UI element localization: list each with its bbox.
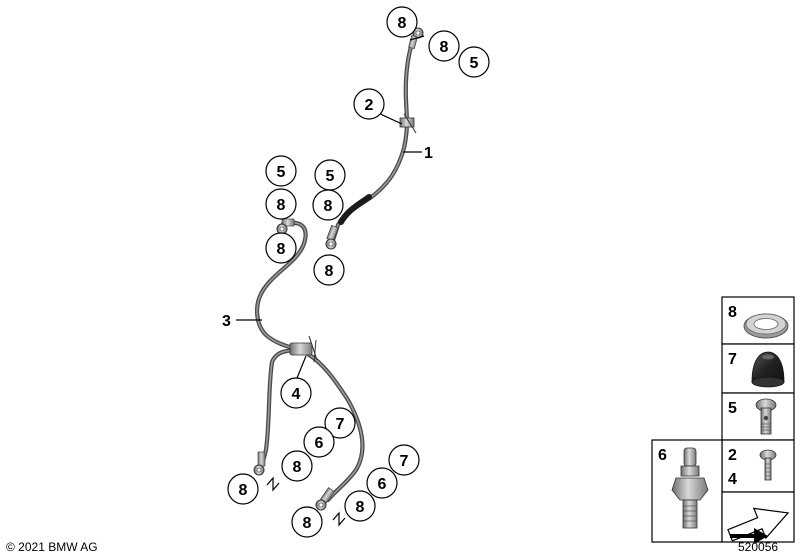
legend-cell-screw: 2 4 xyxy=(721,439,795,493)
sealing-ring-icon xyxy=(743,313,789,339)
callout-bubble: 8 xyxy=(281,450,313,482)
callout-bubble: 8 xyxy=(428,30,460,62)
callout-bubble: 6 xyxy=(303,426,335,458)
legend-cell-dust-cap: 7 xyxy=(721,343,795,394)
svg-text:8: 8 xyxy=(277,241,286,258)
svg-text:8: 8 xyxy=(325,263,334,280)
svg-text:4: 4 xyxy=(292,386,301,403)
parts-legend: 8 7 5 xyxy=(651,296,795,544)
svg-text:8: 8 xyxy=(293,459,302,476)
callout-bubble: 8 xyxy=(227,473,259,505)
dust-cap-icon xyxy=(751,351,785,388)
svg-text:8: 8 xyxy=(398,15,407,32)
callout-bubble: 8 xyxy=(386,6,418,38)
svg-text:6: 6 xyxy=(658,447,667,464)
svg-text:8: 8 xyxy=(239,482,248,499)
callout-bubble: 5 xyxy=(314,159,346,191)
svg-text:8: 8 xyxy=(728,304,737,321)
callout-bubble: 7 xyxy=(388,444,420,476)
callout-bubble: 2 xyxy=(353,88,385,120)
svg-text:5: 5 xyxy=(470,55,479,72)
brake-hose-3 xyxy=(253,218,365,511)
hose-3-top-fitting xyxy=(276,218,295,235)
screw-icon xyxy=(759,449,777,481)
svg-text:5: 5 xyxy=(728,400,737,417)
part-label: 3 xyxy=(222,313,231,330)
hose-1-bottom-fitting xyxy=(325,225,339,250)
svg-text:2: 2 xyxy=(365,97,374,114)
legend-cell-banjo-bolt: 5 xyxy=(721,392,795,441)
callout-bubble: 8 xyxy=(344,490,376,522)
hose-3-right-fitting xyxy=(315,487,335,511)
svg-text:7: 7 xyxy=(728,351,737,368)
callout-bubble: 5 xyxy=(265,155,297,187)
svg-text:8: 8 xyxy=(440,39,449,56)
callout-bubble: 8 xyxy=(291,506,323,538)
svg-text:4: 4 xyxy=(728,471,737,488)
svg-text:5: 5 xyxy=(277,164,286,181)
callout-bubble: 8 xyxy=(313,254,345,286)
diagram-id-text: 520056 xyxy=(738,540,779,554)
callout-bubble: 6 xyxy=(366,467,398,499)
svg-text:7: 7 xyxy=(400,453,409,470)
svg-text:8: 8 xyxy=(277,197,286,214)
svg-text:6: 6 xyxy=(378,476,387,493)
direction-arrow-icon xyxy=(727,507,790,544)
copyright-text: © 2021 BMW AG xyxy=(6,540,98,554)
callout-bubble: 7 xyxy=(324,407,356,439)
svg-text:5: 5 xyxy=(326,168,335,185)
svg-text:6: 6 xyxy=(315,435,324,452)
callout-bubbles: 8 8 5 2 5 5 8 8 8 8 7 6 8 8 7 6 8 8 4 xyxy=(227,6,490,538)
svg-text:7: 7 xyxy=(336,416,345,433)
callout-bubble: 8 xyxy=(312,189,344,221)
legend-cell-sealing-ring: 8 xyxy=(721,296,795,345)
svg-text:8: 8 xyxy=(324,198,333,215)
hose-3-junction-bracket xyxy=(289,335,318,363)
callout-bubble: 4 xyxy=(280,377,312,409)
callout-bubble: 8 xyxy=(265,232,297,264)
legend-cell-bleeder-valve: 6 xyxy=(651,439,723,543)
callout-bubble: 5 xyxy=(458,46,490,78)
bleeder-valve-icon xyxy=(671,447,709,529)
callout-bubble: 8 xyxy=(265,188,297,220)
hose-3-left-fitting xyxy=(253,451,266,476)
banjo-bolt-icon xyxy=(755,398,777,435)
svg-text:2: 2 xyxy=(728,447,737,464)
svg-text:8: 8 xyxy=(356,499,365,516)
part-label: 1 xyxy=(424,145,433,162)
legend-cell-arrow xyxy=(721,491,795,544)
svg-text:8: 8 xyxy=(303,515,312,532)
brake-hose-1 xyxy=(325,27,424,250)
